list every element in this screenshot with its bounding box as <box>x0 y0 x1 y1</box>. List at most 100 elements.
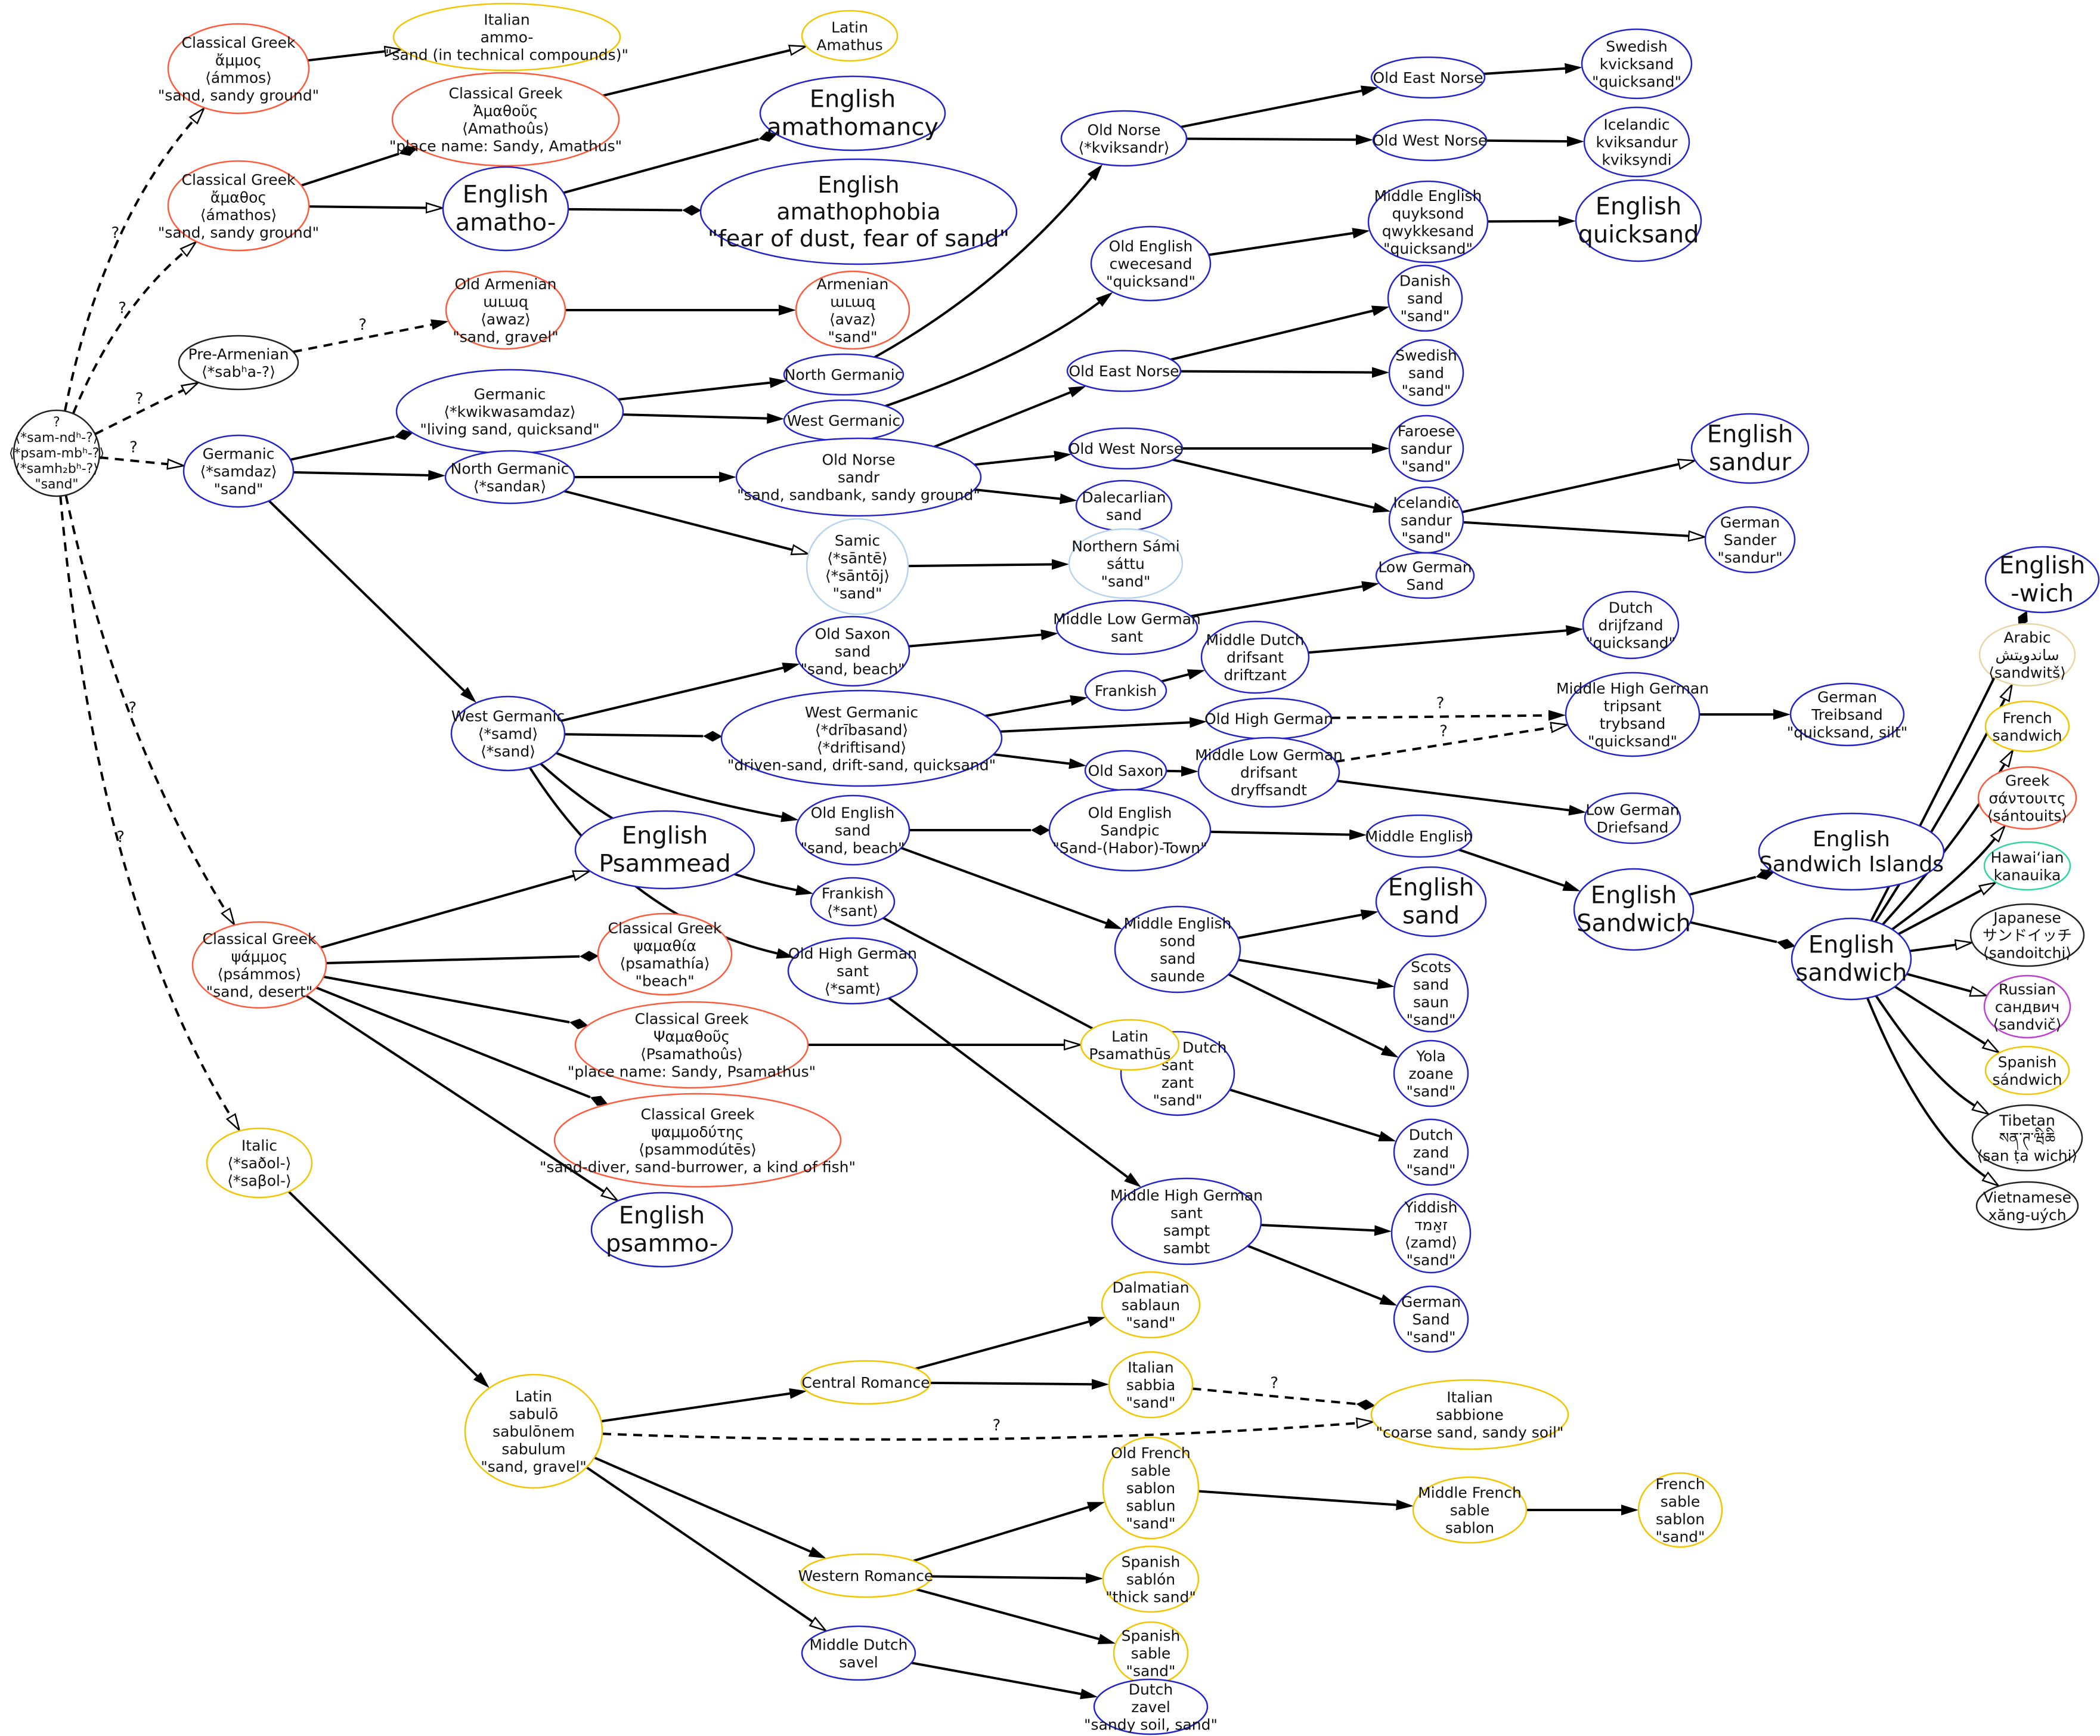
edge-wg_small-to-oe_cwecesand <box>885 292 1113 407</box>
edge-germanic_kwikwa-to-ng_small <box>618 377 787 401</box>
edge-wg_dribasand-to-frankish_small <box>985 695 1088 717</box>
node-frankish_small-shape <box>1084 670 1167 711</box>
node-ng_small-label: North Germanic <box>785 366 903 383</box>
edge-c_romance-to-dalmatian <box>915 1316 1106 1370</box>
edge-me_sond-to-en_sand <box>1237 909 1379 939</box>
edge-ohg_small-to-mhg_tripsant <box>1331 710 1566 721</box>
node-c_romance-shape <box>800 1360 931 1405</box>
edge-italic-to-la_sabulo <box>287 1190 490 1388</box>
node-cg_psammos-shape <box>191 921 327 1009</box>
node-oe_sand-shape <box>795 794 910 866</box>
node-w_romance-label: Western Romance <box>798 1567 934 1585</box>
edge-wg_samd-to-ohg_sant <box>528 767 794 959</box>
edge-frankish_small-to-md_drifsant <box>1161 669 1206 683</box>
edge-label-pre_armenian-old_armenian: ? <box>358 316 367 334</box>
node-en_amathophobia-shape <box>699 158 1018 265</box>
edge-en_amatho-to-en_amathophobia <box>568 205 702 216</box>
node-en_wich-label: English-wich <box>1999 552 2085 607</box>
node-en_wich-shape <box>1984 546 2100 614</box>
node-oen_top-label: Old East Norse <box>1373 69 1483 86</box>
edge-la_sabulo-to-md_savel <box>586 1466 813 1622</box>
node-vietnamese-shape <box>1975 1181 2079 1231</box>
node-japanese-shape <box>1969 903 2085 967</box>
node-frankish_small-label: Frankish <box>1095 682 1157 700</box>
edge-frankish_sant-to-md_sant <box>882 917 1132 1050</box>
node-oe_sandwic-shape <box>1048 788 1212 872</box>
edge-os_sand-to-mlg_sant <box>908 629 1058 648</box>
node-en_amathomancy-shape <box>759 75 946 151</box>
node-cg_psammodutes-shape <box>553 1093 842 1188</box>
node-italic-shape <box>206 1127 313 1199</box>
node-cg_amathous-shape <box>391 72 620 167</box>
node-ng_small-shape <box>783 353 905 396</box>
edge-cg_psammos-to-en_psammo <box>305 994 604 1192</box>
edge-germanic_samdaz-to-wg_samd <box>268 500 477 703</box>
node-old_armenian-shape <box>445 270 566 350</box>
node-wg_dribasand-label: West Germanic⟨*drībasand⟩⟨*driftisand⟩"d… <box>727 703 996 773</box>
node-hawaiian-shape <box>1983 841 2071 891</box>
edge-label-root-cg_ammos: ? <box>111 224 119 242</box>
node-own_mid-shape <box>1068 427 1184 470</box>
node-dutch_drijfzand-shape <box>1582 590 1680 660</box>
node-it_sabbia-shape <box>1108 1351 1194 1419</box>
edge-germanic_samdaz-to-germanic_kwikwa <box>290 429 413 461</box>
node-ohg_small: Old High German <box>1204 697 1333 740</box>
node-it_sabbione-shape <box>1370 1379 1569 1450</box>
edge-cg_ammos-to-it_ammo <box>307 51 385 62</box>
node-en_quicksand-shape <box>1575 179 1702 262</box>
node-frankish_sant: Frankish⟨*sant⟩ <box>810 877 896 927</box>
node-own_mid: Old West Norse <box>1068 427 1184 470</box>
node-germanic_kwikwa: Germanic⟨*kwikwasamdaz⟩"living sand, qui… <box>395 369 624 454</box>
node-me_sond-shape <box>1114 905 1241 994</box>
node-germanic_samdaz-label: Germanic⟨*samdaz⟩"sand" <box>200 445 277 497</box>
edge-en_sandwich-to-greek_sand <box>1891 838 1994 931</box>
edge-on_sandr-to-dalecarlian <box>974 488 1077 505</box>
edge-it_sabbia-to-it_sabbione <box>1192 1387 1376 1410</box>
edge-of_sable-to-mf_sable <box>1198 1490 1414 1511</box>
node-tibetan-shape <box>1971 1104 2083 1172</box>
node-pre_armenian-label: Pre-Armenian⟨*sabʰa-?⟩ <box>188 345 289 380</box>
